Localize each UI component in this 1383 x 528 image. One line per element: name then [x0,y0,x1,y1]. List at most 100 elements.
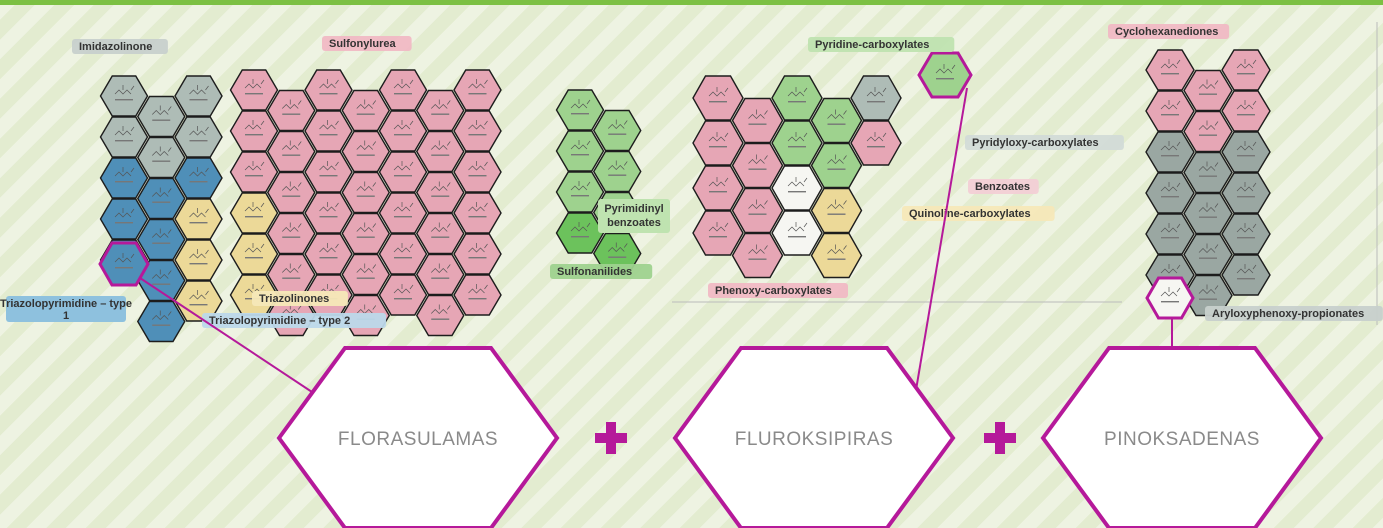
herbicide-hexagon [1183,233,1233,276]
herbicide-hexagon [99,198,149,240]
herbicide-hexagon [771,75,823,121]
herbicide-hexagon [692,75,744,121]
herbicide-hexagon [415,130,465,173]
svg-text:Pyrimidinyl: Pyrimidinyl [604,203,663,215]
herbicide-hexagon [810,232,863,279]
herbicide-hexagon [174,198,223,240]
herbicide-hexagon [1145,172,1195,214]
herbicide-hexagon [850,75,902,121]
herbicide-hexagon [304,192,353,234]
herbicide-hexagon [378,192,428,234]
plus-icon [595,422,627,454]
herbicide-hexagon [415,294,465,337]
herbicide-hexagon [771,210,823,256]
herbicide-hexagon [1221,49,1271,91]
herbicide-hexagon [229,110,279,152]
herbicide-hexagon [341,253,391,296]
svg-text:benzoates: benzoates [607,217,661,229]
herbicide-hexagon [1145,131,1195,173]
active-ingredient-label: FLUROKSIPIRAS [735,429,894,450]
herbicide-hexagon [136,136,186,179]
herbicide-hexagon [453,69,502,111]
herbicide-hexagon [378,274,428,316]
herbicide-hexagon [453,233,502,275]
herbicide-hexagon [731,232,784,279]
herbicide-hexagon [378,110,428,152]
herbicide-hexagon [810,97,863,144]
svg-text:Pyridine-carboxylates: Pyridine-carboxylates [815,39,929,51]
herbicide-hexagon [174,280,223,322]
herbicide-hexagon [229,69,279,111]
herbicide-hexagon [1145,213,1195,255]
herbicide-hexagon [555,171,605,213]
herbicide-hexagon [1221,254,1271,296]
herbicide-hexagon [266,130,316,173]
family-label-aryloxyphenoxy_propionates: Aryloxyphenoxy-propionates [1205,306,1383,321]
herbicide-hexagon [174,239,223,281]
family-label-triazolopyrimidine_2: Triazolopyrimidine – type 2 [202,313,387,328]
herbicide-hexagon [136,259,186,302]
svg-text:Aryloxyphenoxy-propionates: Aryloxyphenoxy-propionates [1212,308,1364,320]
svg-text:Benzoates: Benzoates [975,181,1030,193]
herbicide-hexagon [229,192,279,234]
herbicide-hexagon [592,109,642,152]
herbicide-hexagon [731,142,784,189]
herbicide-hexagon [378,233,428,275]
herbicide-hexagon [1183,110,1233,153]
herbicide-hexagon [174,75,223,117]
herbicide-hexagon [378,151,428,193]
family-label-sulfonylurea: Sulfonylurea [322,36,412,51]
herbicide-hexagon [304,233,353,275]
herbicide-hexagon [1145,90,1195,132]
herbicide-hexagon [229,151,279,193]
herbicide-hexagon [415,171,465,214]
svg-text:Triazolinones: Triazolinones [259,293,329,305]
fluroxypyr-hexagon [917,51,973,99]
herbicide-hexagon [1183,151,1233,194]
family-label-pyridine_carboxylates: Pyridine-carboxylates [808,37,955,52]
herbicide-hexagon [341,171,391,214]
svg-text:Triazolopyrimidine – type 2: Triazolopyrimidine – type 2 [209,315,350,327]
herbicide-hexagon [341,130,391,173]
herbicide-hexagon [1145,49,1195,91]
family-label-cyclohexanediones: Cyclohexanediones [1108,24,1230,39]
family-label-phenoxy_carboxylates: Phenoxy-carboxylates [708,283,848,298]
herbicide-hexagon [304,110,353,152]
svg-text:Pyridyloxy-carboxylates: Pyridyloxy-carboxylates [972,137,1099,149]
svg-text:Phenoxy-carboxylates: Phenoxy-carboxylates [715,285,832,297]
herbicide-hexagon [453,110,502,152]
herbicide-hexagon [99,75,149,117]
herbicide-hexagon [304,151,353,193]
herbicide-hexagon [266,89,316,132]
herbicide-hexagon [136,95,186,138]
family-label-triazolinones: Triazolinones [252,291,348,306]
family-label-imidazolinone: Imidazolinone [72,39,168,54]
family-label-sulfonanilides: Sulfonanilides [550,264,653,279]
svg-text:Cyclohexanediones: Cyclohexanediones [1115,26,1218,38]
herbicide-hexagon [229,233,279,275]
connector-layer [139,87,1173,393]
herbicide-hexagon [810,142,863,189]
herbicide-hexagon [731,97,784,144]
herbicide-hexagon [304,69,353,111]
herbicide-hexagon [1183,274,1233,317]
family-label-pyrimidinyl_benzoates: Pyrimidinyl benzoates [598,199,670,233]
herbicide-hexagon [1221,90,1271,132]
family-label-benzoates: Benzoates [968,179,1039,194]
svg-text:Sulfonylurea: Sulfonylurea [329,38,397,50]
herbicide-hexagon [136,218,186,261]
herbicide-hexagon [136,177,186,220]
herbicide-hexagon [692,120,744,166]
active-ingredient-hexagon: FLUROKSIPIRAS [672,346,956,528]
pinoxaden-hexagon [1145,276,1195,320]
herbicide-hexagon [266,171,316,214]
herbicide-hexagon [555,212,605,254]
herbicide-hexagon [1221,172,1271,214]
herbicide-hexagon [555,89,605,131]
herbicide-hexagon [1183,69,1233,112]
herbicide-hexagon [99,116,149,158]
herbicide-hexagon [415,89,465,132]
